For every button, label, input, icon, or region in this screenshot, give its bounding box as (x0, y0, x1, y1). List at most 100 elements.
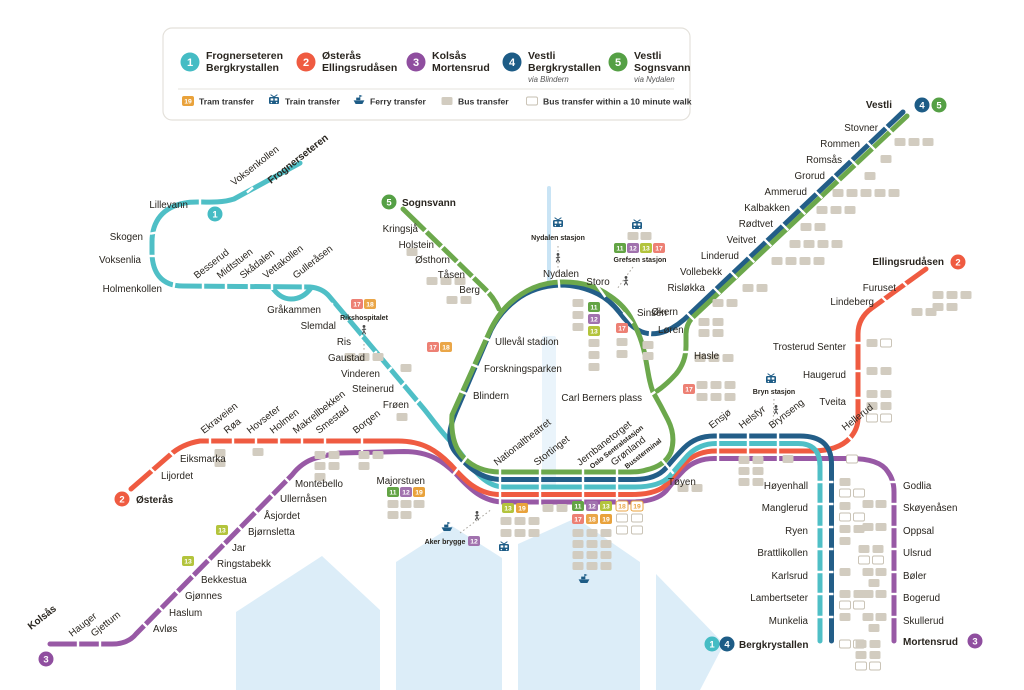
station-tick (422, 227, 430, 235)
station-label: Gaustad (328, 353, 365, 364)
bus-badge (839, 600, 851, 610)
bus-badge (846, 454, 858, 464)
bus-badge (880, 155, 892, 163)
window (504, 545, 508, 548)
bus-badge (722, 354, 734, 362)
hull (441, 527, 453, 531)
bus-badge (314, 451, 326, 459)
station-label: Nydalen (543, 269, 579, 280)
station-label: Montebello (295, 479, 343, 490)
legend-line-to: Bergkrystallen (206, 62, 279, 74)
tram-badge-number: 13 (590, 329, 598, 336)
bus-badge (853, 488, 865, 498)
transfer-station-label: Grefsen stasjon (614, 257, 667, 264)
bus-badge (616, 513, 628, 523)
window (500, 545, 504, 548)
body (632, 222, 642, 229)
hull (353, 100, 365, 104)
terminus-label: Østerås (136, 494, 174, 506)
bus-badge (869, 640, 881, 648)
station-label: Forskningsparken (484, 364, 562, 375)
bus-badge (860, 189, 872, 197)
station-label: Gjønnes (185, 591, 222, 602)
bus-badge (771, 257, 783, 265)
terminus-label: Bergkrystallen (739, 640, 808, 651)
bus-badge (396, 413, 408, 421)
bus-badge (868, 624, 880, 632)
station-label: Haugerud (803, 370, 846, 381)
tram-badge (600, 514, 612, 524)
tram-badge-number: 19 (602, 517, 610, 524)
bus-badge (600, 540, 612, 548)
window (270, 98, 274, 101)
bus-badge (785, 257, 797, 265)
tram-badge-number: 18 (618, 504, 626, 511)
bus-badge (839, 502, 851, 510)
tram-badge-number: 12 (470, 539, 478, 546)
body (553, 220, 563, 227)
bus-badge (631, 525, 643, 535)
station-label: Voksenlia (99, 255, 141, 266)
bus-badge (853, 512, 865, 522)
tram-badge (586, 501, 598, 511)
bus-badge (586, 529, 598, 537)
bus-badge (932, 303, 944, 311)
station-label: Avløs (153, 624, 177, 635)
station-tick (445, 447, 475, 485)
station-tick (205, 556, 213, 564)
station-label: Tøyen (668, 477, 696, 488)
train-icon (269, 94, 279, 104)
station-label: Borgen (351, 408, 383, 436)
tram-badge (683, 384, 695, 394)
bus-badge (846, 189, 858, 197)
legend-line-number: 1 (187, 57, 193, 69)
terminus-badge-number: 3 (972, 636, 977, 647)
cabin (356, 97, 361, 101)
bus-badge (631, 513, 643, 523)
legend-line-to: Ellingsrudåsen (322, 62, 397, 74)
walk-icon (773, 405, 779, 415)
station-tick (469, 273, 477, 281)
walk-icon (474, 511, 480, 521)
station-tick (648, 390, 656, 398)
station-label: Ammerud (765, 187, 807, 198)
bus-badge (855, 651, 867, 659)
tram-badge (440, 342, 452, 352)
head (556, 253, 560, 256)
station-tick (236, 524, 244, 532)
bus-badge (908, 138, 920, 146)
window (633, 223, 637, 226)
bus-badge (839, 639, 851, 649)
bus-badge (752, 456, 764, 464)
bus-badge (400, 500, 412, 508)
bus-badge (586, 540, 598, 548)
bus-badge (572, 562, 584, 570)
terminus-badge-number: 2 (119, 494, 124, 505)
station-label: Tveita (819, 397, 846, 408)
bus-badge (214, 459, 226, 467)
station-tick (141, 621, 149, 629)
station-label: Åsjordet (264, 511, 300, 522)
bus-badge (616, 525, 628, 535)
bus-badge (572, 529, 584, 537)
station-tick (708, 282, 722, 296)
station-tick (776, 218, 790, 232)
bus-badge (839, 537, 851, 545)
bus-badge (752, 467, 764, 475)
bus-badge (880, 413, 892, 423)
body (269, 97, 279, 104)
bus-badge (588, 363, 600, 371)
bus-badge (866, 390, 878, 398)
bus-badge (874, 189, 886, 197)
station-label: Ullevål stadion (495, 337, 559, 348)
body (623, 278, 629, 286)
bus-badge (712, 318, 724, 326)
bus-badge (864, 172, 876, 180)
tram-badge-number: 18 (588, 517, 596, 524)
station-tick (454, 387, 470, 397)
line-5-terminus-badge (381, 194, 397, 210)
tram-badge-number: 19 (415, 490, 423, 497)
pantograph (767, 373, 775, 377)
